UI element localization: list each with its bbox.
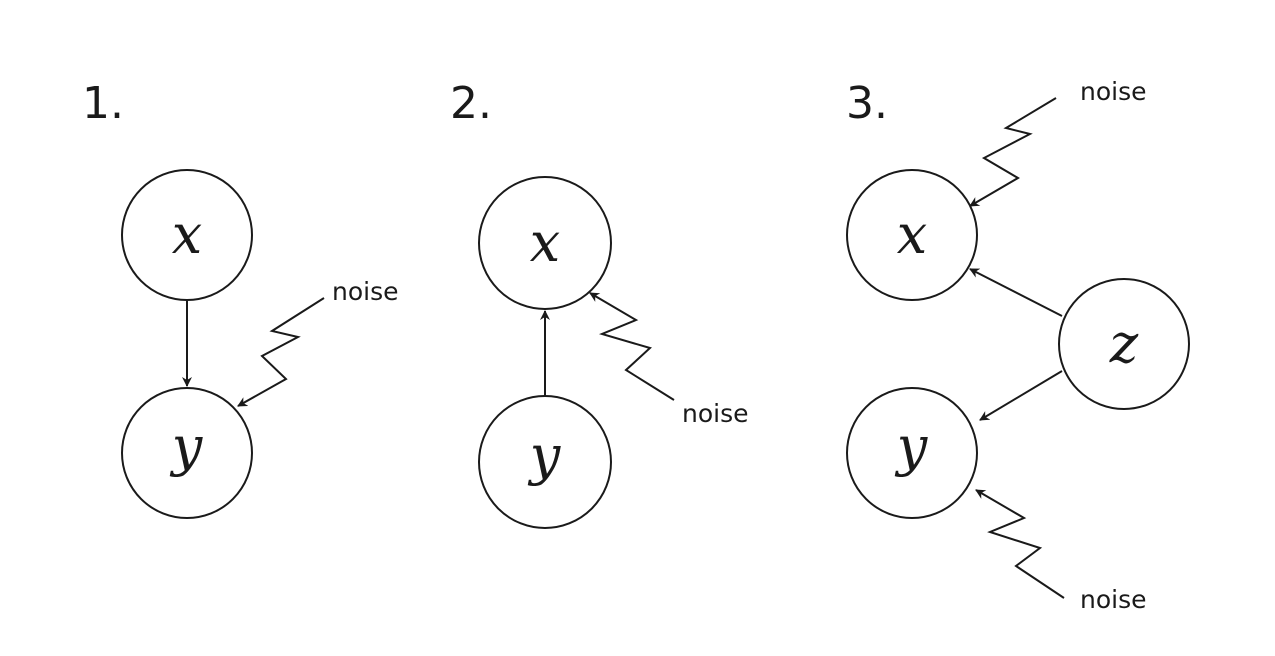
edge-z-to-y [979, 370, 1063, 421]
node-y [846, 387, 978, 519]
noise-label: noise [332, 277, 399, 306]
node-x-label: x [897, 203, 927, 266]
noise-arrow-y [975, 489, 1065, 599]
panel-2: 2. x y noise [450, 78, 749, 529]
node-x-label: x [530, 211, 560, 274]
node-y [121, 387, 253, 519]
node-x [478, 176, 612, 310]
node-x-label: x [172, 203, 202, 266]
noise-label: noise [682, 399, 749, 428]
node-y-label: y [528, 424, 562, 487]
node-y-label: y [170, 415, 204, 478]
node-y [478, 395, 612, 529]
edge-z-to-x [969, 268, 1063, 317]
noise-arrow-y [237, 297, 325, 407]
node-z-label: z [1109, 312, 1139, 375]
node-x [121, 169, 253, 301]
node-y-label: y [895, 415, 929, 478]
panel-1-label: 1. [82, 78, 124, 129]
node-z [1058, 278, 1190, 410]
panel-1: 1. x y noise [82, 78, 399, 519]
noise-label: noise [1080, 585, 1147, 614]
panel-3-label: 3. [846, 78, 888, 129]
noise-arrow-x [589, 292, 675, 401]
noise-label: noise [1080, 77, 1147, 106]
panel-2-label: 2. [450, 78, 492, 129]
node-x [846, 169, 978, 301]
panel-3: 3. x z y noise noise [846, 77, 1190, 614]
noise-arrow-x [969, 97, 1057, 207]
